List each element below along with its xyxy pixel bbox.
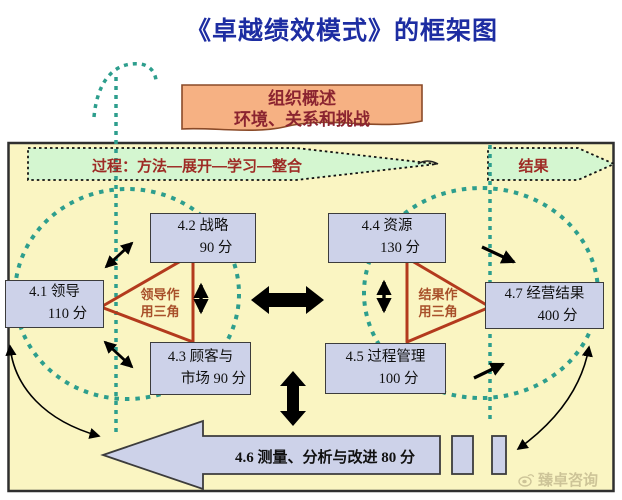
results-triangle <box>405 256 492 344</box>
box-44-resources: 4.4 资源 130 分 <box>328 213 446 263</box>
box-44-line2: 130 分 <box>380 240 420 256</box>
org-overview-label: 组织概述 环境、关系和挑战 <box>182 89 422 130</box>
process-banner-label: 过程：方法—展开—学习—整合 <box>91 158 302 175</box>
results-triangle-line2: 用三角 <box>418 304 458 320</box>
box-41-line2: 110 分 <box>47 306 88 322</box>
measurement-arrow-tail-segment-1 <box>451 435 474 475</box>
left-dashed-circle <box>13 187 241 401</box>
arrow-41-43 <box>103 340 134 369</box>
box-47-line2: 400 分 <box>537 307 578 324</box>
center-vertical-double-arrow <box>280 371 306 426</box>
box-47-line1: 4.7 经营结果 <box>504 285 585 302</box>
arrow-45-47 <box>473 362 505 380</box>
leadership-triangle-line2: 用三角 <box>140 304 180 320</box>
box-45-line2: 100 分 <box>378 370 419 387</box>
box-42-line2: 90 分 <box>199 240 233 256</box>
process-banner-arrow <box>27 147 438 181</box>
box-43-line1: 4.3 顾客与 <box>167 348 234 365</box>
box-44-line1: 4.4 资源 <box>361 218 413 235</box>
org-overview-shape <box>181 84 423 131</box>
box-45-line1: 4.5 过程管理 <box>345 348 426 365</box>
center-horizontal-double-arrow <box>251 286 324 314</box>
leadership-triangle <box>99 252 195 344</box>
process-arrow-tip <box>417 160 439 165</box>
org-overview-line1: 组织概述 <box>268 89 336 108</box>
arrow-41-42 <box>104 241 134 269</box>
left-feedback-curve-arrow <box>5 344 101 439</box>
box-41-leadership: 4.1 领导 110 分 <box>5 280 104 328</box>
arrow-44-47 <box>481 245 516 264</box>
measurement-arrow-shape <box>100 419 441 491</box>
org-overview-line2: 环境、关系和挑战 <box>234 109 370 129</box>
right-feedback-curve-arrow <box>516 345 593 450</box>
results-triangle-line1: 结果作 <box>418 287 458 302</box>
result-banner-arrow <box>487 147 617 181</box>
box-42-strategy: 4.2 战略 90 分 <box>150 213 256 263</box>
top-left-dashed-arc <box>92 62 158 118</box>
box-41-line1: 4.1 领导 <box>29 284 80 301</box>
leadership-triangle-line1: 领导作 <box>140 287 180 302</box>
weibo-icon <box>518 473 535 487</box>
result-banner-label: 结果 <box>518 158 549 175</box>
page-title: 《卓越绩效模式》的框架图 <box>185 17 498 45</box>
leadership-triangle-label: 领导作 用三角 <box>125 286 195 320</box>
box-42-line1: 4.2 战略 <box>177 218 229 235</box>
watermark-text: 臻卓咨询 <box>538 472 599 489</box>
measurement-arrow-tail-segment-2 <box>491 435 507 475</box>
box-43-line2: 市场 90 分 <box>180 370 247 387</box>
measurement-arrow-label: 4.6 测量、分析与改进 80 分 <box>234 450 415 466</box>
results-triangle-label: 结果作 用三角 <box>407 286 469 320</box>
watermark: 臻卓咨询 <box>518 469 622 490</box>
box-43-customers-market: 4.3 顾客与 市场 90 分 <box>150 342 251 395</box>
box-47-business-results: 4.7 经营结果 400 分 <box>485 282 604 329</box>
box-45-process-management: 4.5 过程管理 100 分 <box>325 343 446 394</box>
